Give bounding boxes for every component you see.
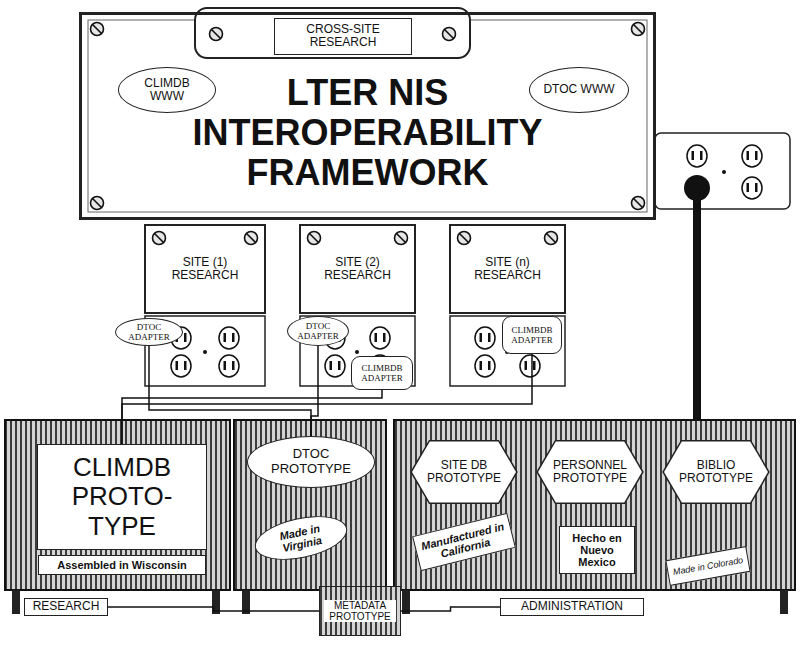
- box-text: RESEARCH: [33, 600, 100, 613]
- screw: [395, 232, 408, 245]
- box-text: METADATA PROTOTYPE: [324, 600, 396, 622]
- research-cabinet: [5, 420, 230, 590]
- site-plate: SITE (n) RESEARCH: [449, 224, 566, 314]
- screw: [245, 232, 258, 245]
- site-plate: SITE (1) RESEARCH: [144, 224, 266, 314]
- label-box: CROSS-SITE RESEARCH: [274, 18, 412, 55]
- power-cord: [693, 188, 701, 424]
- box-text: CLIMBDB ADAPTER: [356, 363, 408, 383]
- research-cabinet: [234, 420, 386, 590]
- box-text: DTOC WWW: [543, 83, 614, 96]
- box-text: SITE (n) RESEARCH: [459, 256, 556, 283]
- box-text: SITE (2) RESEARCH: [309, 256, 406, 283]
- box-text: SITE DB PROTOTYPE: [426, 459, 502, 486]
- wire-connector: [311, 346, 318, 436]
- wire-connector: [149, 346, 311, 436]
- box-text: ADMINISTRATION: [521, 600, 623, 613]
- origin-tag: Manufactured in California: [412, 513, 516, 572]
- screw: [632, 197, 645, 210]
- web-oval: CLIMDB WWW: [118, 67, 216, 113]
- box-text: SITE (1) RESEARCH: [154, 256, 256, 283]
- box-text: DTOC ADAPTER: [124, 322, 174, 342]
- box-text: Made in Virginia: [265, 519, 337, 557]
- web-oval: DTOC WWW: [529, 67, 629, 113]
- box-text: Manufactured in California: [419, 520, 508, 565]
- origin-tag: Made in Virginia: [251, 509, 351, 568]
- box-text: PERSONNEL PROTOTYPE: [552, 459, 628, 486]
- site-plate: SITE (2) RESEARCH: [299, 224, 416, 314]
- box-text: Hecho en Nuevo Mexico: [564, 532, 630, 569]
- box-text: BIBLIO PROTOTYPE: [678, 459, 754, 486]
- plate-inner-line: [88, 20, 647, 212]
- box-text: CLIMBDB ADAPTER: [507, 325, 557, 345]
- box-text: LTER NIS INTEROPERABILITY FRAMEWORK: [162, 73, 573, 194]
- wire-connector: [122, 354, 532, 444]
- prototype-hexagon: PERSONNEL PROTOTYPE: [536, 440, 644, 504]
- section-label: RESEARCH: [24, 598, 108, 616]
- box-text: CLIMDB WWW: [131, 77, 203, 104]
- wire-connector: [401, 607, 500, 611]
- wire-connector: [108, 607, 319, 611]
- screw: [153, 232, 166, 245]
- screw: [458, 232, 471, 245]
- plug: [684, 175, 710, 201]
- prototype-oval: DTOC PROTOTYPE: [247, 436, 375, 488]
- outlet-plate: [450, 316, 565, 386]
- box-text: Assembled in Wisconsin: [57, 559, 187, 571]
- screw: [91, 197, 104, 210]
- metadata-box: METADATA PROTOTYPE: [319, 586, 401, 636]
- adapter-plug: DTOC ADAPTER: [115, 318, 183, 346]
- box-text: CLIMDB PROTO-TYPE: [46, 453, 198, 540]
- box-text: CROSS-SITE RESEARCH: [281, 23, 405, 50]
- wire-connector: [122, 390, 382, 444]
- adapter-plug: CLIMBDB ADAPTER: [351, 356, 413, 390]
- prototype-hexagon: SITE DB PROTOTYPE: [410, 440, 518, 504]
- prototype-hexagon: BIBLIO PROTOTYPE: [662, 440, 770, 504]
- adapter-plug: DTOC ADAPTER: [287, 316, 349, 346]
- origin-tag: Assembled in Wisconsin: [38, 555, 206, 575]
- box-text: DTOC ADAPTER: [296, 321, 340, 341]
- screw: [632, 23, 645, 36]
- screw: [91, 23, 104, 36]
- box-text: Made in Colorado: [672, 555, 744, 577]
- screw: [443, 28, 456, 41]
- screw: [545, 232, 558, 245]
- prototype-panel: CLIMDB PROTO-TYPE: [37, 444, 207, 550]
- box-text: DTOC PROTOTYPE: [264, 447, 358, 476]
- screw: [210, 28, 223, 41]
- administration-cabinet: [394, 420, 795, 590]
- origin-tag: Hecho en Nuevo Mexico: [559, 526, 635, 574]
- screw: [308, 232, 321, 245]
- section-label: ADMINISTRATION: [500, 598, 644, 616]
- cross-site-tab: [195, 8, 470, 58]
- adapter-plug: CLIMBDB ADAPTER: [502, 316, 562, 354]
- origin-tag: Made in Colorado: [665, 546, 750, 586]
- wall-outlet: [655, 133, 790, 209]
- framework-plate: LTER NIS INTEROPERABILITY FRAMEWORK CROSS…: [79, 12, 656, 220]
